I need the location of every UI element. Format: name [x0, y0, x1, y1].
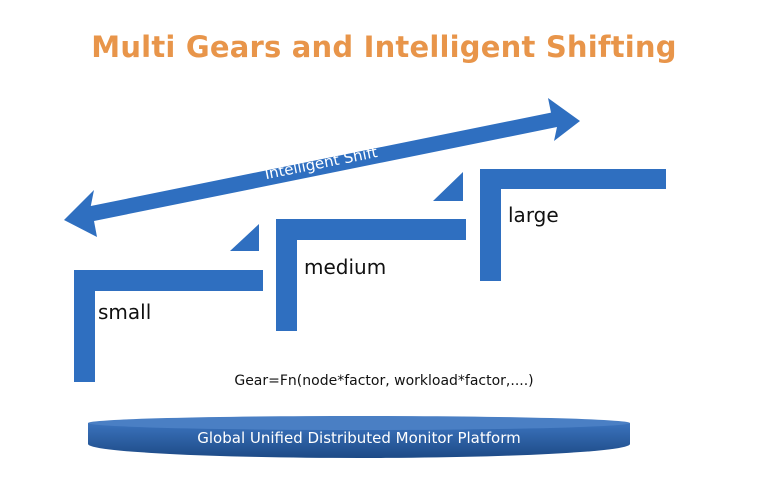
step-corner-small — [230, 224, 259, 251]
intelligent-shift-arrow: Intelligent Shift — [64, 98, 580, 237]
gear-label-large: large — [508, 203, 559, 227]
gear-step-medium — [276, 219, 466, 331]
page-title: Multi Gears and Intelligent Shifting — [91, 30, 677, 64]
gear-step-small — [74, 270, 263, 382]
step-corner-medium — [433, 172, 463, 201]
intelligent-shift-label: Intelligent Shift — [263, 143, 379, 183]
gear-formula: Gear=Fn(node*factor, workload*factor,...… — [234, 373, 534, 389]
gear-step-large — [480, 169, 666, 281]
platform-disc — [88, 416, 630, 458]
platform-label: Global Unified Distributed Monitor Platf… — [197, 429, 521, 447]
gear-label-medium: medium — [304, 255, 387, 279]
gear-label-small: small — [98, 300, 152, 324]
